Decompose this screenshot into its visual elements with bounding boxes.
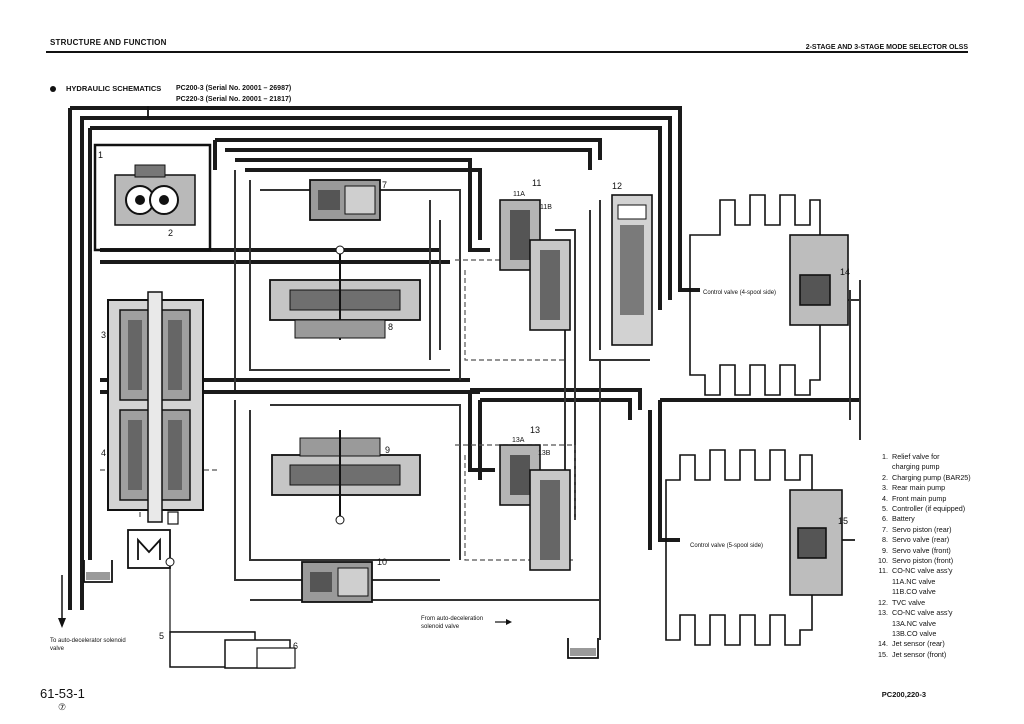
tvc-valve: [611, 194, 653, 346]
callout-13b: 13B: [538, 450, 551, 457]
servo-valve-front: [271, 430, 421, 525]
component-legend: 1.Relief valve for charging pump 2.Charg…: [868, 452, 971, 660]
serial-pc220: PC220-3 (Serial No. 20001 – 21817): [176, 96, 292, 103]
callout-10: 10: [377, 557, 387, 567]
legend-item: 2.Charging pump (BAR25): [882, 472, 971, 482]
control-valve-5-spool: [665, 449, 843, 646]
legend-item: 13B.CO valve: [892, 628, 937, 638]
page-number: 61-53-1 ⑦: [40, 686, 85, 713]
header-topic-title: 2-STAGE AND 3-STAGE MODE SELECTOR OLSS: [805, 44, 968, 51]
callout-7: 7: [382, 180, 387, 190]
control-valve-5-label: Control valve (5-spool side): [690, 543, 763, 549]
model-label: PC200,220-3: [881, 690, 926, 699]
control-valve-4-spool: [689, 194, 849, 396]
control-valve-4-label: Control valve (4-spool side): [703, 290, 776, 296]
callout-15: 15: [838, 516, 848, 526]
arrow-from-decel-head: [506, 619, 512, 625]
legend-item: 12.TVC valve: [878, 597, 926, 607]
legend-item: 4.Front main pump: [882, 493, 947, 503]
callout-1: 1: [98, 150, 103, 160]
callout-11a: 11A: [513, 191, 525, 198]
legend-item: 14.Jet sensor (rear): [878, 639, 945, 649]
serial-pc200: PC200-3 (Serial No. 20001 – 26987): [176, 85, 292, 92]
bullet-icon: [50, 86, 56, 93]
main-pipelines: [68, 106, 860, 610]
legend-item: 8.Servo valve (rear): [882, 535, 950, 545]
callout-14: 14: [840, 267, 850, 277]
callout-11: 11: [532, 178, 541, 188]
charging-pump-assembly: [93, 143, 212, 252]
legend-item: 5.Controller (if equipped): [882, 504, 966, 514]
schematic-heading-text: HYDRAULIC SCHEMATICS: [66, 84, 162, 93]
callout-13a: 13A: [512, 437, 525, 444]
legend-item: 7.Servo piston (rear): [882, 524, 952, 534]
callout-3: 3: [101, 330, 106, 340]
schematic-heading: HYDRAULIC SCHEMATICS: [50, 84, 161, 93]
legend-item: 15.Jet sensor (front): [878, 649, 947, 659]
legend-item: 9.Servo valve (front): [882, 545, 951, 555]
callout-12: 12: [612, 181, 622, 191]
callout-13: 13: [530, 425, 540, 435]
main-pump-assembly: [107, 291, 204, 523]
legend-item: 6.Battery: [882, 514, 915, 524]
legend-item: 11A.NC valve: [892, 576, 936, 586]
note-to-auto-decel: To auto-decelerator solenoid valve: [50, 638, 126, 652]
revision-mark: ⑦: [58, 702, 67, 712]
callout-2: 2: [168, 228, 173, 238]
legend-item: 13A.NC valve: [892, 618, 936, 628]
legend-item: 3.Rear main pump: [882, 483, 946, 493]
legend-item: charging pump: [892, 462, 940, 472]
callout-11b: 11B: [540, 204, 552, 211]
legend-item: 10.Servo piston (front): [878, 556, 954, 566]
legend-item: 11.CO-NC valve ass'y: [878, 566, 953, 576]
legend-item: 13.CO-NC valve ass'y: [878, 608, 953, 618]
engine-and-controller: [58, 511, 296, 669]
callout-6: 6: [293, 641, 298, 651]
servo-piston-rear: [309, 179, 381, 221]
servo-valve-rear: [269, 245, 421, 340]
tanks: [83, 106, 599, 659]
serial-numbers: PC200-3 (Serial No. 20001 – 26987) PC220…: [176, 83, 291, 105]
servo-piston-front: [301, 561, 373, 603]
page-number-text: 61-53-1: [40, 686, 85, 701]
header-rule: [46, 51, 968, 53]
callout-4: 4: [101, 448, 106, 458]
legend-item: 11B.CO valve: [892, 587, 936, 597]
callout-5: 5: [159, 631, 164, 641]
legend-item: 1.Relief valve for: [882, 452, 940, 461]
note-from-auto-decel: From auto-deceleration solenoid valve: [421, 616, 484, 630]
co-nc-valve-front: [499, 444, 571, 571]
co-nc-valve-rear: [499, 199, 571, 331]
callout-8: 8: [388, 322, 393, 332]
callout-9: 9: [385, 445, 390, 455]
header-section-title: STRUCTURE AND FUNCTION: [50, 38, 167, 47]
